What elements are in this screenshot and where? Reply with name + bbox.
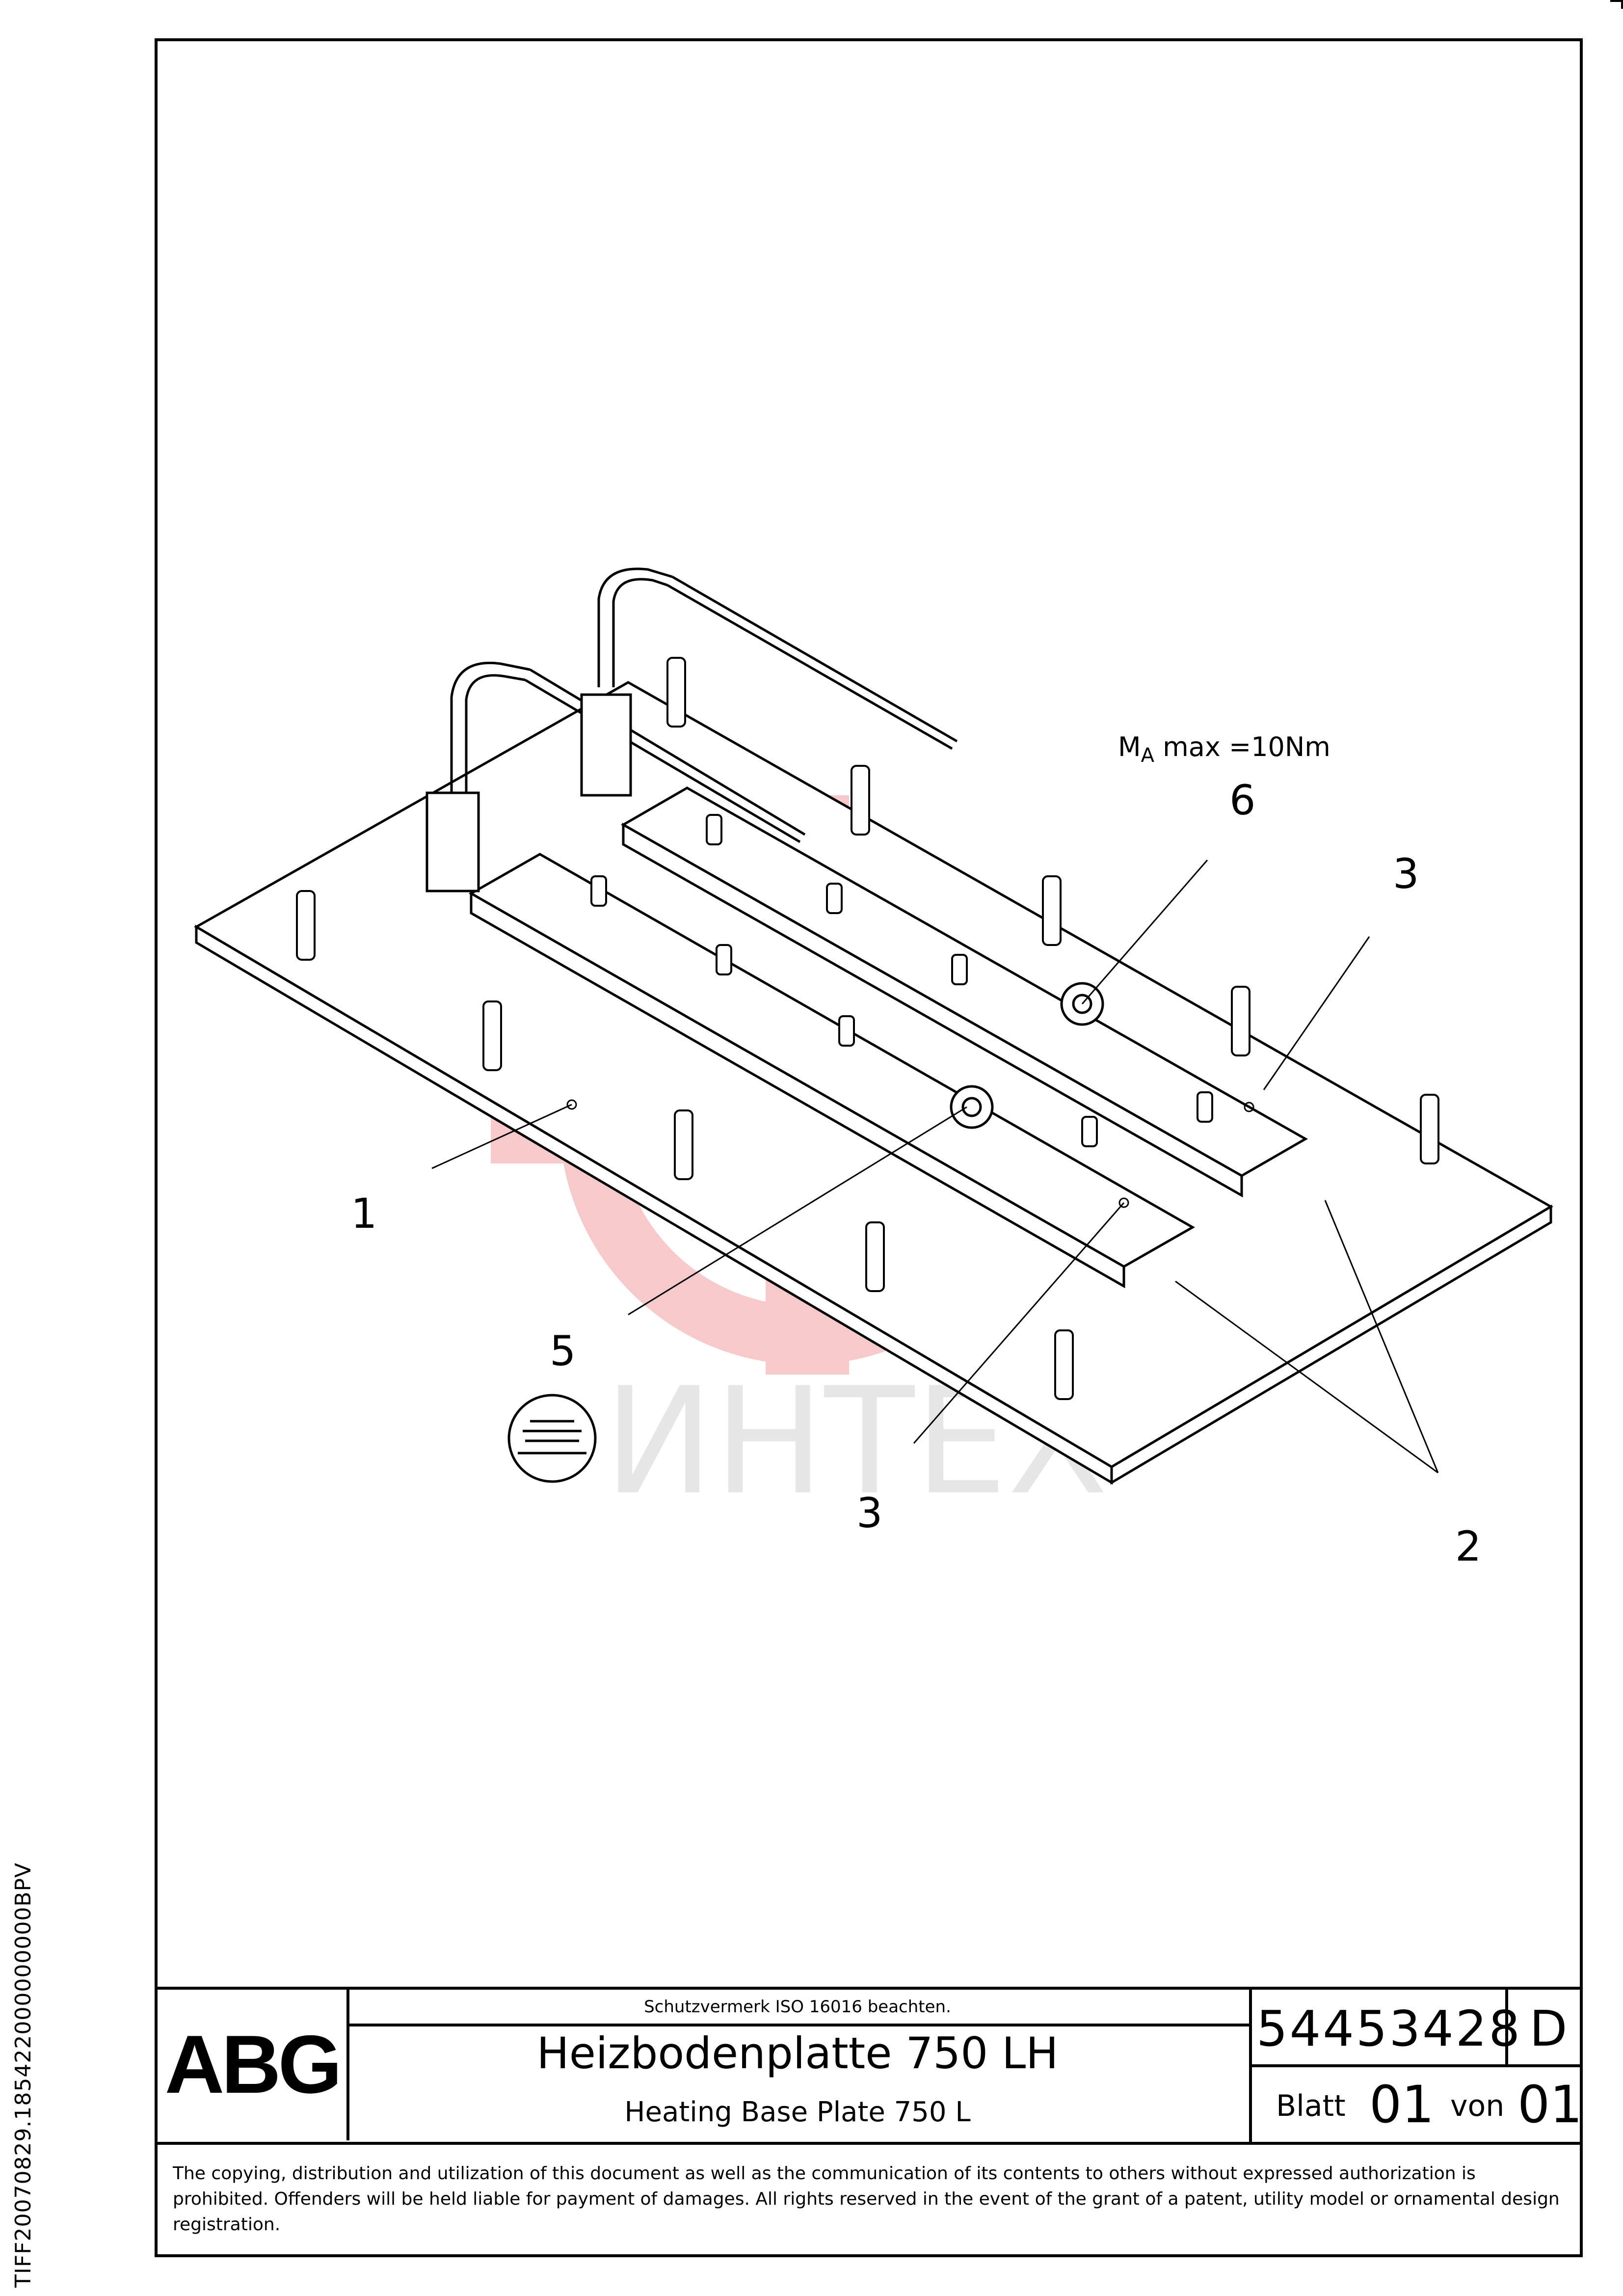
copyright-notice: The copying, distribution and utilizatio… <box>173 2163 1560 2235</box>
callout-2: 2 <box>1455 1522 1482 1570</box>
leader-lines <box>431 860 1439 1474</box>
sheet-label: Blatt <box>1276 2089 1346 2123</box>
drawing-number: 54453428 <box>1256 2000 1522 2057</box>
sheet-number: 01 <box>1369 2075 1435 2134</box>
callout-5: 5 <box>550 1327 576 1375</box>
connector-blocks <box>426 693 632 892</box>
callout-3-top: 3 <box>1393 850 1419 898</box>
callout-6: 6 <box>1229 776 1256 824</box>
torque-spec: MA max =10Nm <box>1118 731 1330 767</box>
heating-rods <box>450 567 958 843</box>
sheet-total: 01 <box>1517 2075 1583 2134</box>
company-logo: ABG <box>158 1988 349 2140</box>
of-label: von <box>1450 2089 1505 2123</box>
studs <box>296 657 1439 1400</box>
drawing-frame <box>155 38 1583 2257</box>
callout-3-bottom: 3 <box>856 1489 883 1537</box>
crop-mark <box>1610 0 1623 9</box>
protection-notice: Schutzvermerk ISO 16016 beachten. <box>644 1997 951 2017</box>
title-german: Heizbodenplatte 750 LH <box>536 2028 1059 2079</box>
surface-symbol-icon <box>507 1394 597 1483</box>
revision-letter: D <box>1529 2000 1568 2057</box>
callout-1: 1 <box>351 1189 377 1238</box>
title-english: Heating Base Plate 750 L <box>624 2096 971 2128</box>
